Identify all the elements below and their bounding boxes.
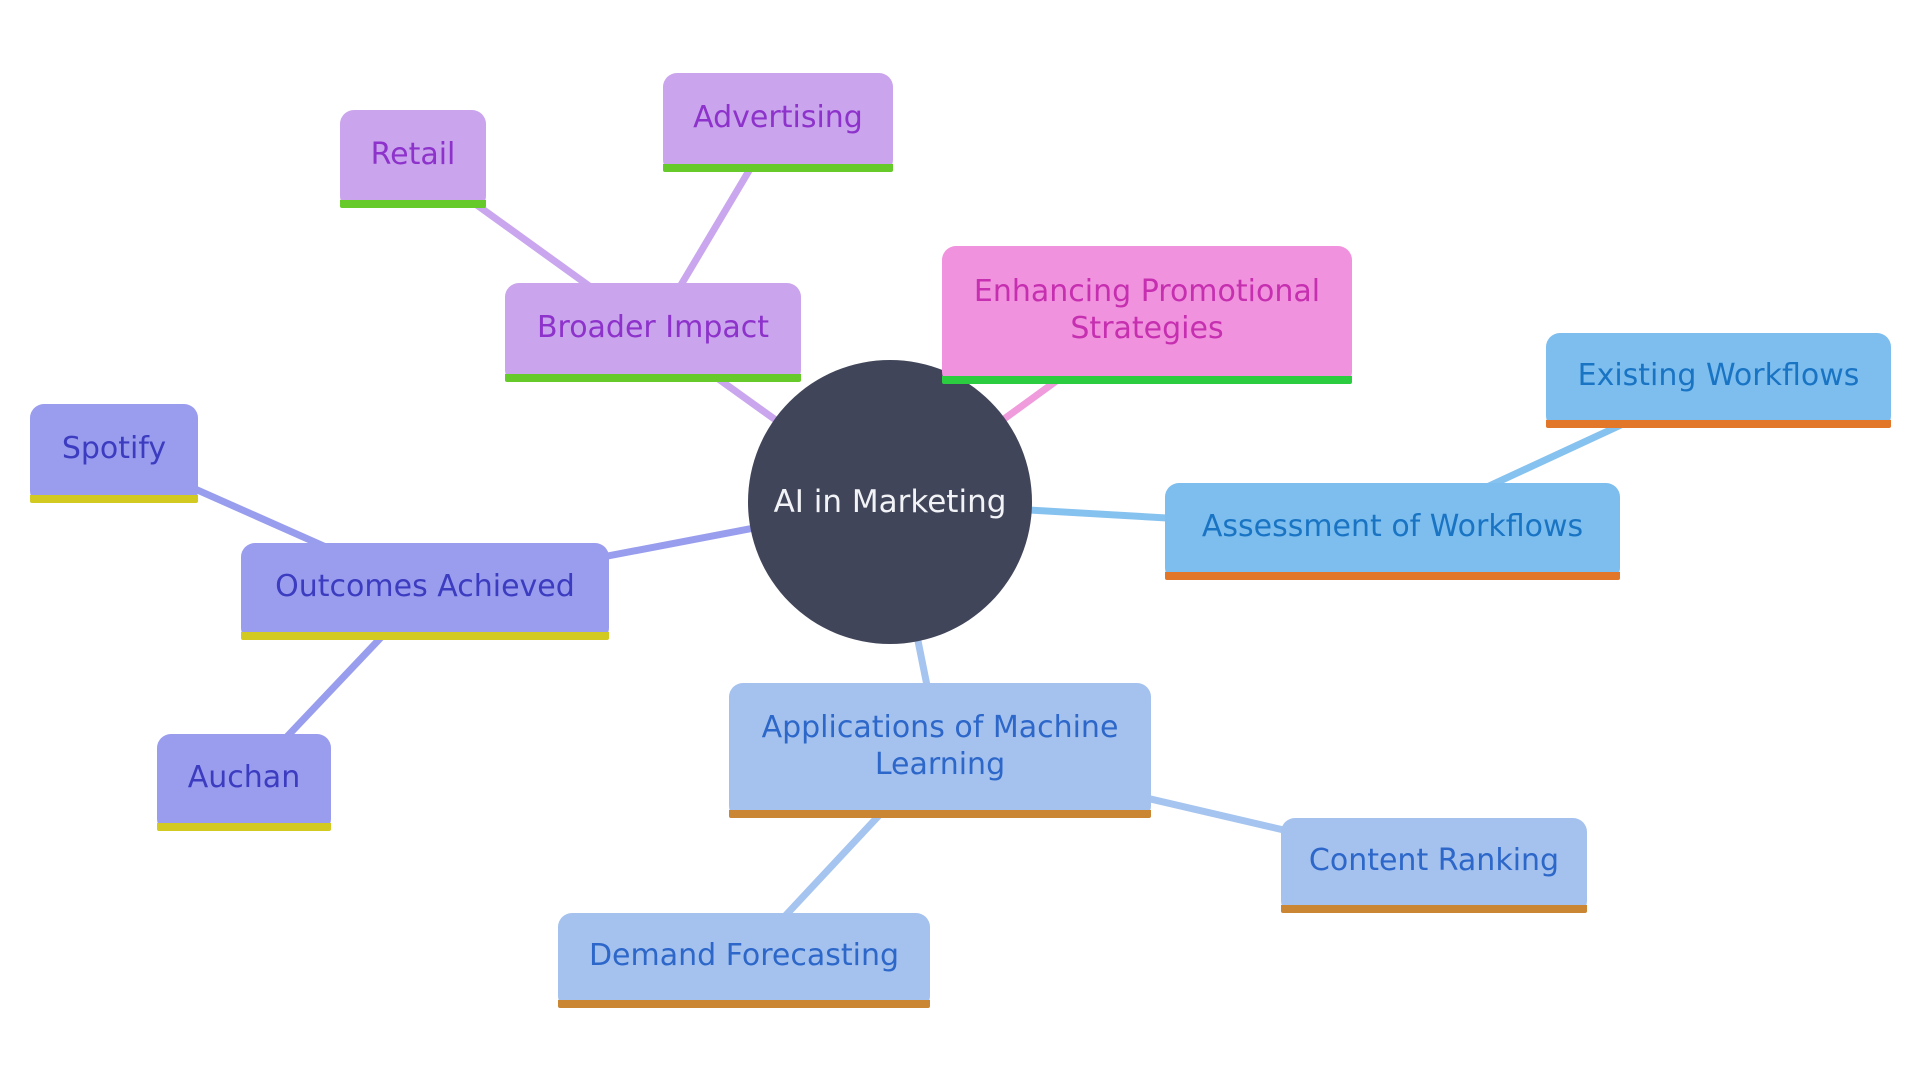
node-label: Outcomes Achieved xyxy=(275,569,575,605)
node-label: Spotify xyxy=(61,431,167,467)
node-underline xyxy=(30,495,198,503)
node-label: Applications of Machine Learning xyxy=(761,709,1119,782)
mindmap-node-demand-forecasting[interactable]: Demand Forecasting xyxy=(558,913,930,1008)
root-node-label: AI in Marketing xyxy=(773,484,1007,520)
node-underline xyxy=(558,1000,930,1008)
node-label: Enhancing Promotional Strategies xyxy=(973,274,1321,346)
node-label: Auchan xyxy=(187,760,301,796)
node-underline xyxy=(340,200,486,208)
mindmap-root-node[interactable]: AI in Marketing xyxy=(748,360,1032,644)
mindmap-node-advertising[interactable]: Advertising xyxy=(663,73,893,172)
node-label: Content Ranking xyxy=(1308,843,1560,879)
node-label: Broader Impact xyxy=(536,310,770,346)
node-underline xyxy=(663,164,893,172)
mindmap-node-retail[interactable]: Retail xyxy=(340,110,486,208)
node-label: Assessment of Workflows xyxy=(1201,509,1584,545)
node-label: Existing Workflows xyxy=(1577,358,1860,394)
mindmap-node-spotify[interactable]: Spotify xyxy=(30,404,198,503)
node-label: Retail xyxy=(370,136,456,172)
node-label: Advertising xyxy=(693,100,863,136)
node-underline xyxy=(942,376,1352,384)
node-underline xyxy=(157,823,331,831)
mindmap-node-broader-impact[interactable]: Broader Impact xyxy=(505,283,801,382)
node-underline xyxy=(241,632,609,640)
node-underline xyxy=(729,810,1151,818)
node-underline xyxy=(1546,420,1891,428)
node-underline xyxy=(1165,572,1620,580)
mindmap-node-assessment-of-workflows[interactable]: Assessment of Workflows xyxy=(1165,483,1620,580)
node-underline xyxy=(505,374,801,382)
node-label: Demand Forecasting xyxy=(588,938,900,974)
node-underline xyxy=(1281,905,1587,913)
mindmap-node-content-ranking[interactable]: Content Ranking xyxy=(1281,818,1587,913)
mindmap-node-enhancing-promotional-strategies[interactable]: Enhancing Promotional Strategies xyxy=(942,246,1352,384)
mindmap-node-auchan[interactable]: Auchan xyxy=(157,734,331,831)
mindmap-node-applications-of-machine-learning[interactable]: Applications of Machine Learning xyxy=(729,683,1151,818)
mindmap-node-existing-workflows[interactable]: Existing Workflows xyxy=(1546,333,1891,428)
mindmap-node-outcomes-achieved[interactable]: Outcomes Achieved xyxy=(241,543,609,640)
